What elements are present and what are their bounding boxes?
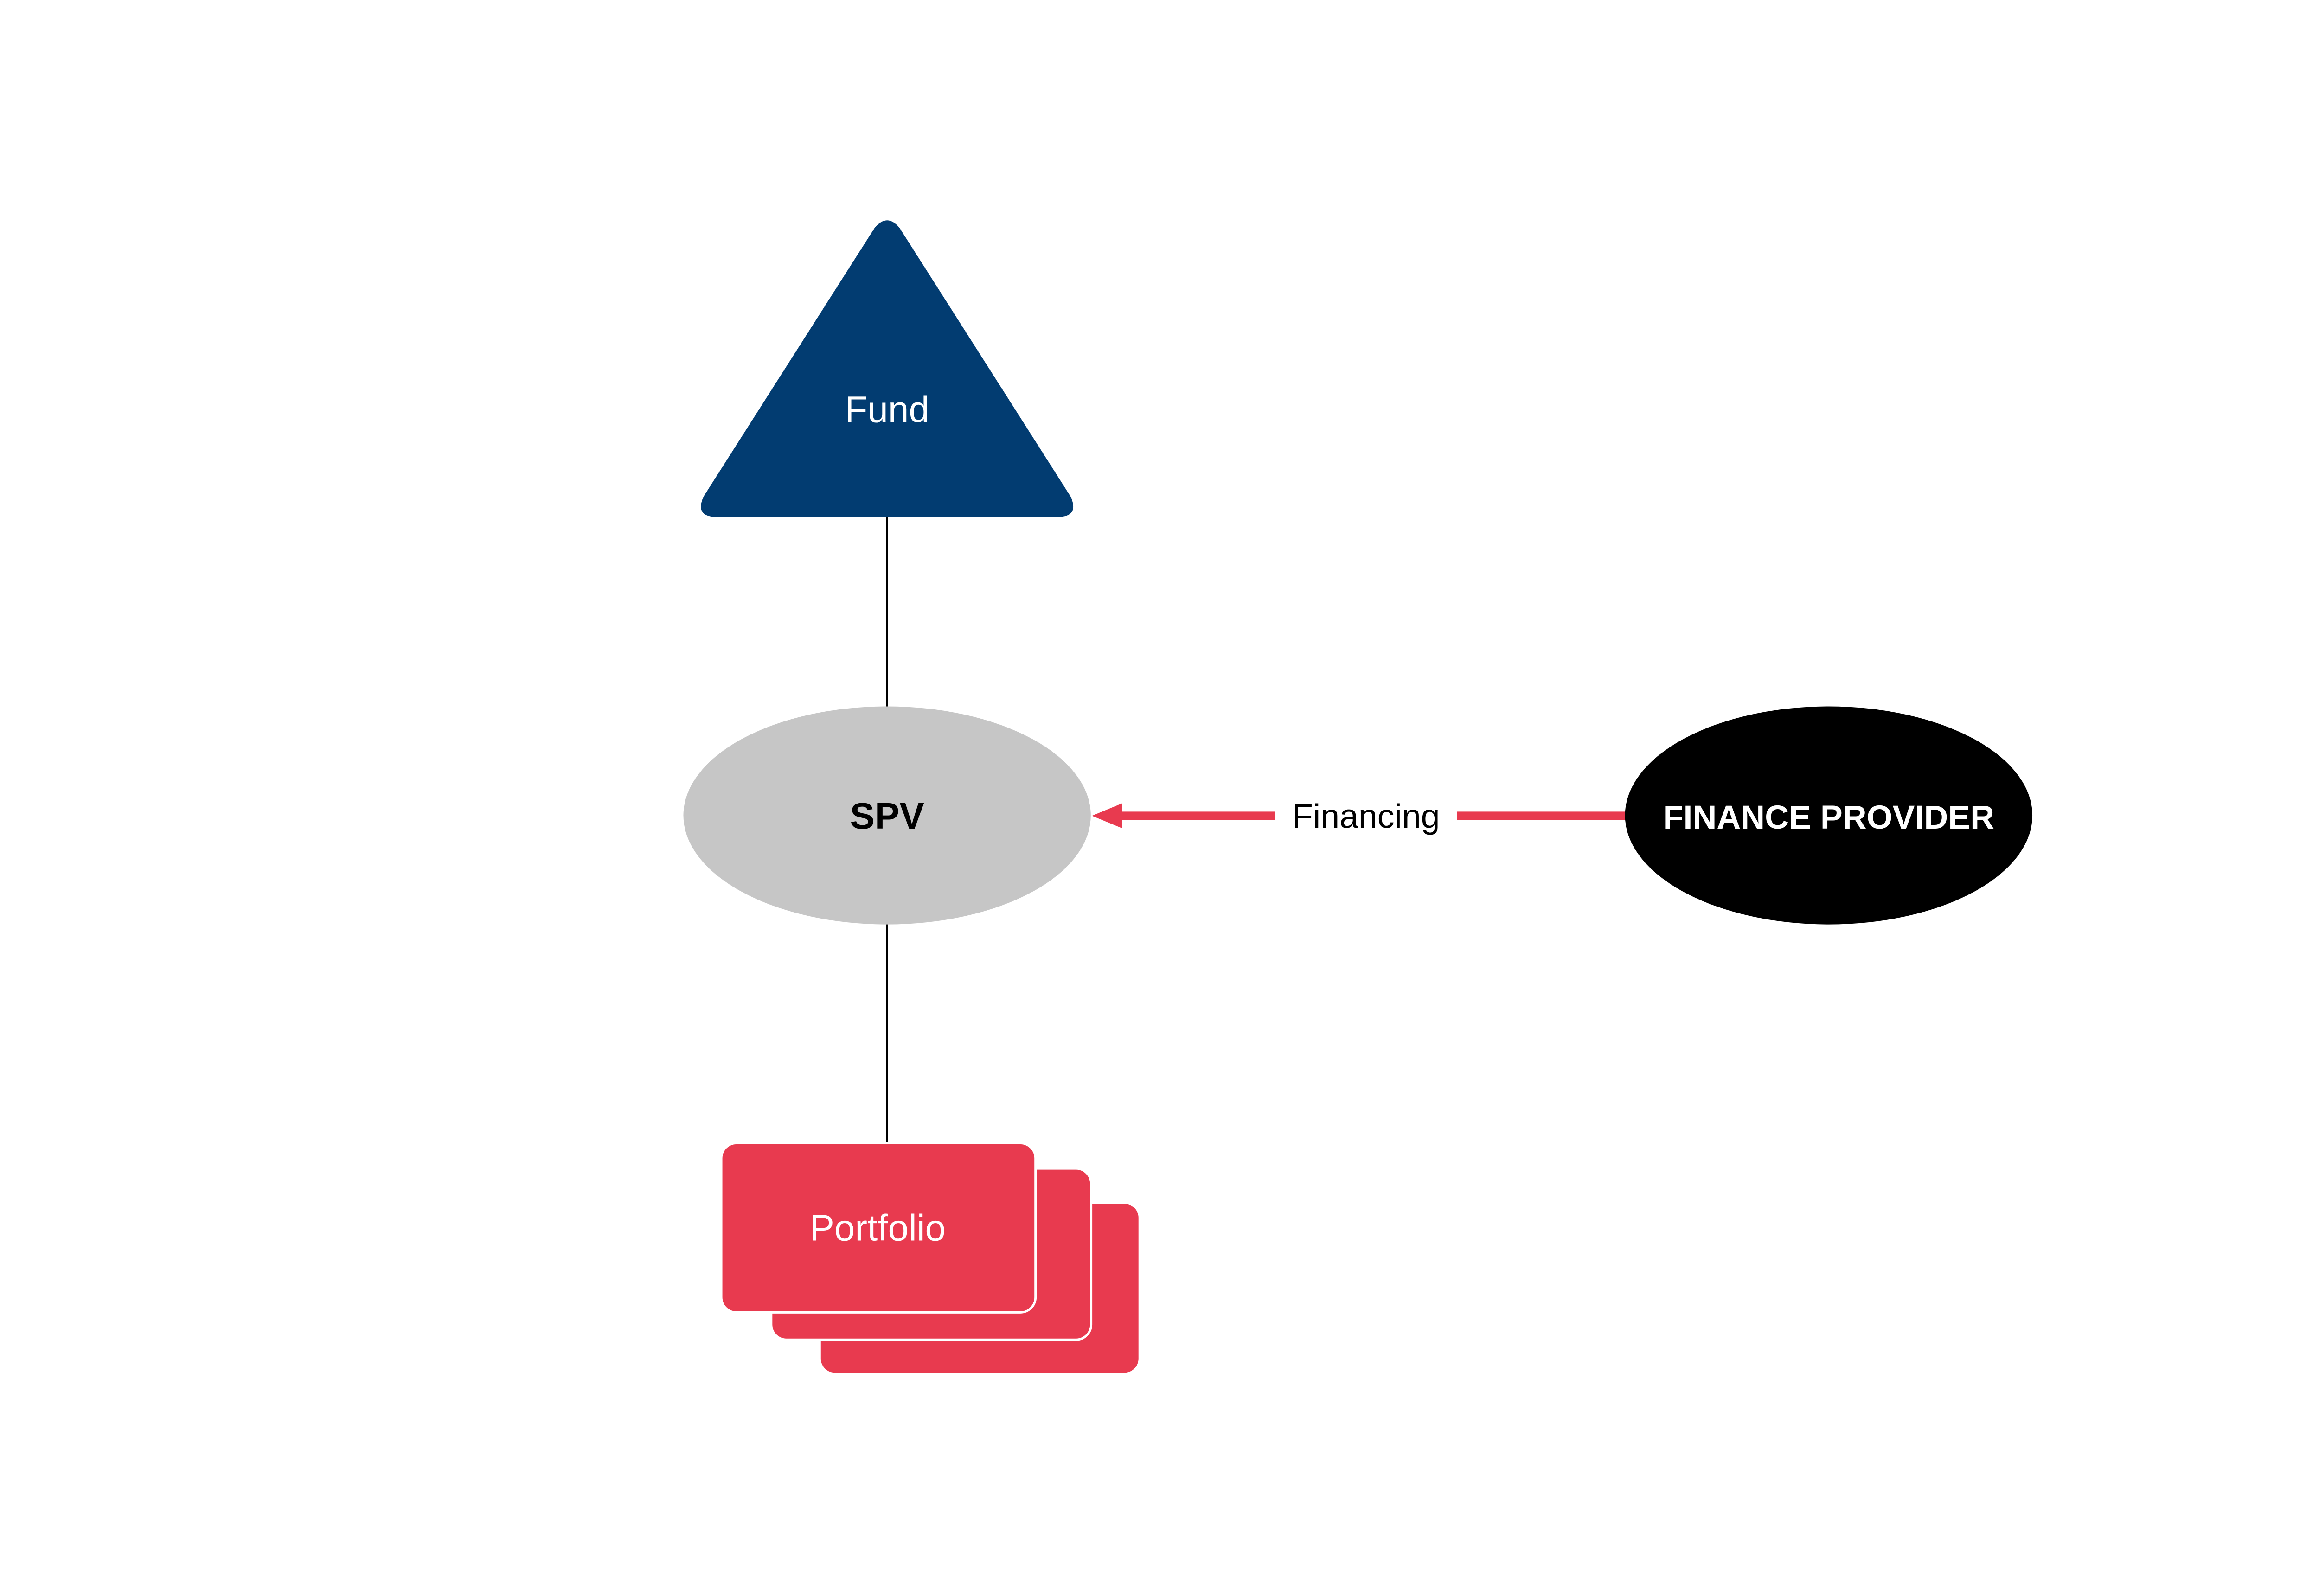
arrow-shaft-left — [1121, 811, 1275, 820]
fund-node[interactable] — [701, 220, 1074, 517]
finance-provider-label: FINANCE PROVIDER — [1663, 799, 1994, 836]
arrow-shaft-right — [1457, 811, 1627, 820]
spv-node[interactable] — [683, 706, 1091, 925]
portfolio-node[interactable] — [720, 1142, 1141, 1375]
spv-label: SPV — [850, 795, 924, 836]
financing-arrow — [1092, 803, 1627, 829]
fund-label: Fund — [845, 389, 929, 430]
arrow-head-icon — [1092, 803, 1122, 829]
finance-provider-node[interactable] — [1625, 706, 2033, 925]
portfolio-card-front — [720, 1142, 1037, 1314]
financing-label: Financing — [1292, 797, 1440, 835]
portfolio-label: Portfolio — [810, 1207, 946, 1248]
